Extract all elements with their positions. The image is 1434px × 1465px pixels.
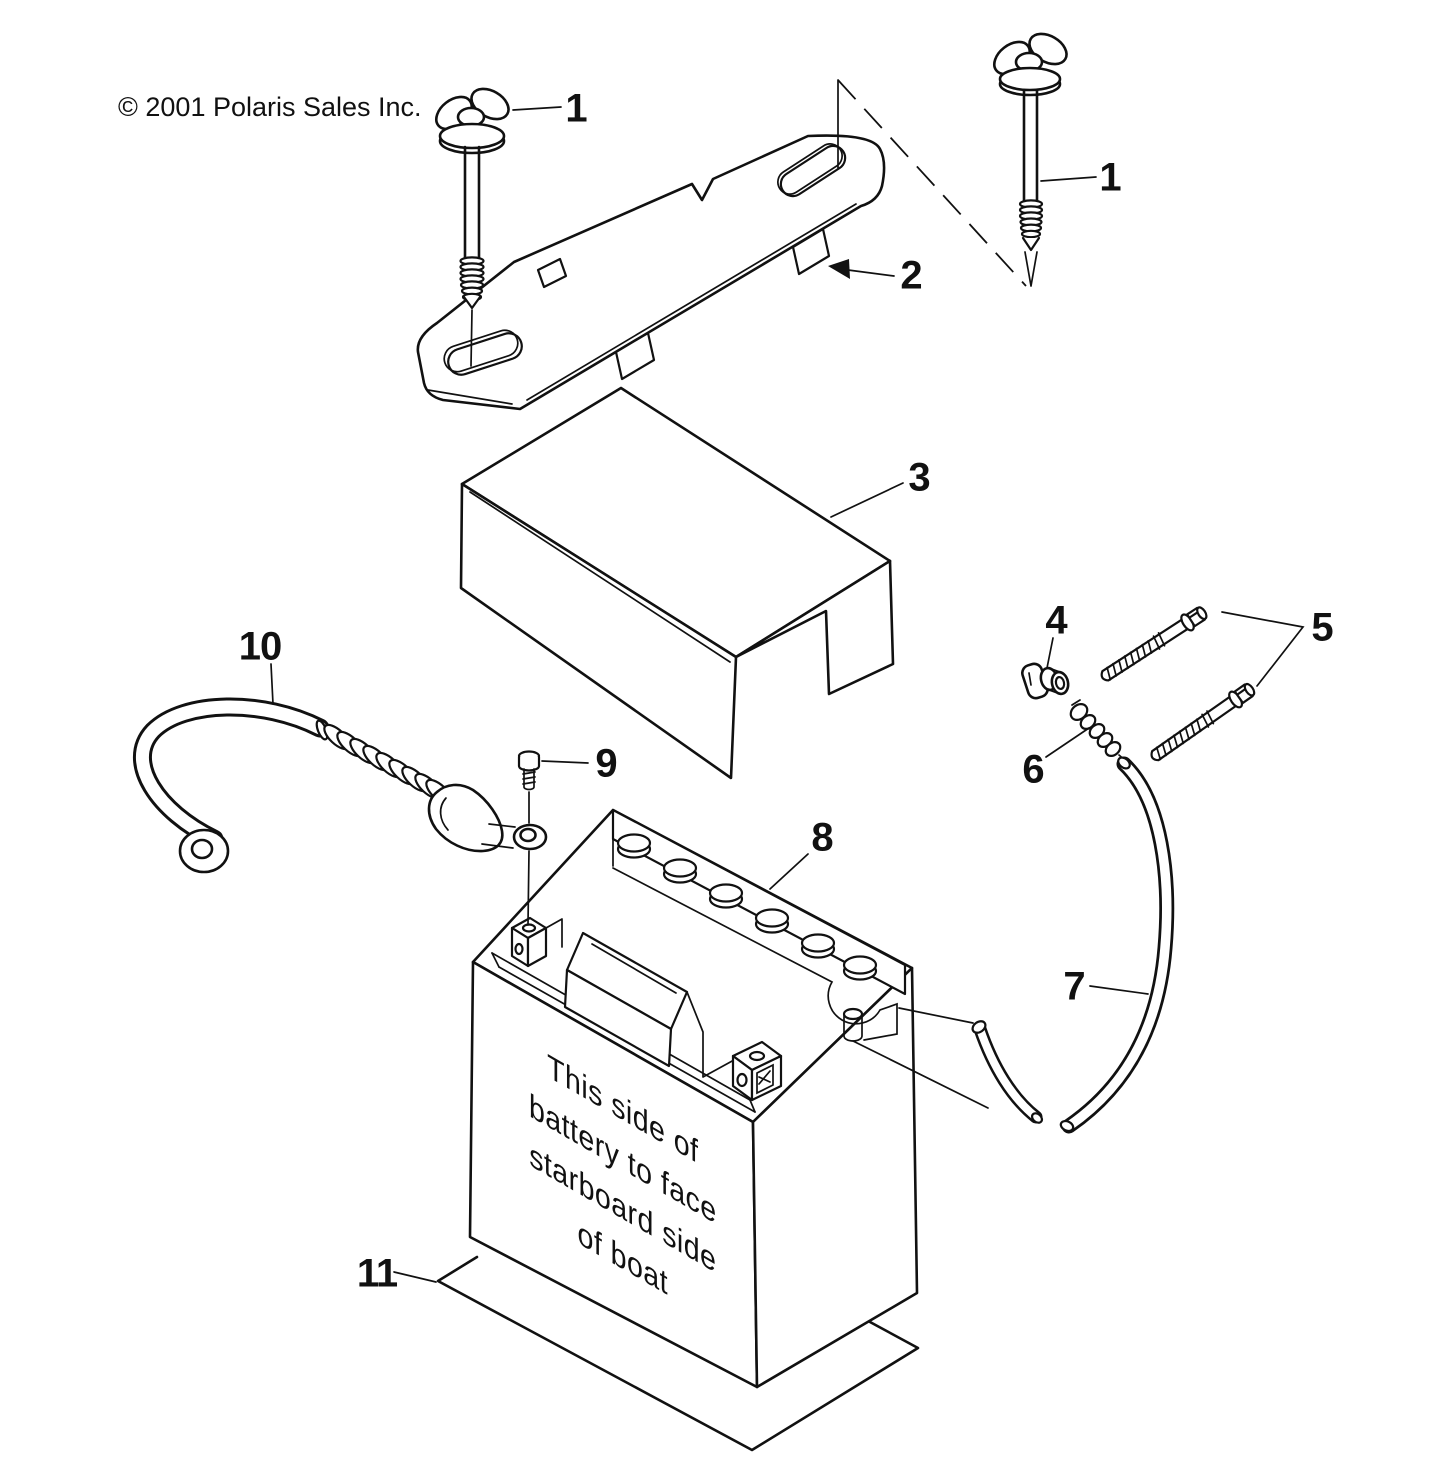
cable-boot [427, 783, 504, 853]
battery-right-face [751, 966, 919, 1389]
leader-6 [1045, 727, 1090, 758]
callout-3-cover: 3 [908, 455, 930, 500]
screw-lower [1150, 682, 1256, 762]
callout-5-screws: 5 [1311, 605, 1333, 650]
callout-8-battery: 8 [811, 815, 833, 860]
leader-10 [270, 663, 274, 705]
leader-9 [541, 760, 589, 764]
callout-6-fitting: 6 [1022, 747, 1044, 792]
hold-down-bracket [416, 134, 886, 411]
vent-fitting [1069, 699, 1128, 763]
leader-5 [1221, 611, 1305, 687]
battery [468, 808, 989, 1389]
copyright-notice: © 2001 Polaris Sales Inc. [118, 92, 422, 122]
leader-lines [270, 106, 1305, 1283]
vent-tube-short-segment [971, 1020, 1044, 1124]
leader-4 [1046, 637, 1054, 669]
callout-1-wing-bolt-left: 1 [565, 86, 587, 131]
battery-cover [459, 386, 895, 780]
leader-3 [830, 482, 904, 518]
screw-upper [1100, 606, 1208, 682]
leader-1-right [1040, 176, 1097, 182]
callout-9-terminal-bolt: 9 [595, 741, 617, 786]
callout-10-battery-cable: 10 [238, 624, 282, 669]
leader-1-left [512, 106, 562, 111]
terminal-bolt [517, 750, 541, 926]
leader-11 [393, 1271, 437, 1283]
bracket-slot-right [779, 144, 847, 198]
wing-bolt-right [993, 32, 1068, 287]
leader-8 [769, 853, 809, 890]
callout-2-bracket: 2 [900, 253, 922, 298]
callout-4-clamp: 4 [1045, 598, 1067, 643]
leader-2 [847, 269, 895, 277]
clamp-grommet [1021, 662, 1070, 700]
battery-tray-outline [436, 1255, 920, 1452]
bracket-tab-small [536, 257, 568, 289]
battery-positive-terminal [731, 1040, 783, 1102]
leader-7 [1089, 985, 1149, 995]
bracket-flange-left [614, 331, 656, 381]
bracket-flange-right [791, 227, 831, 276]
battery-caps [616, 833, 878, 981]
assembly-projection-lines [837, 79, 1027, 287]
wing-bolt-left [435, 87, 510, 367]
callout-11-tray: 11 [356, 1251, 398, 1296]
vent-tube [971, 756, 1175, 1134]
callout-1-wing-bolt-right: 1 [1099, 155, 1121, 200]
mounting-screws [1100, 606, 1256, 762]
battery-cable [132, 697, 548, 874]
battery-negative-terminal [510, 916, 563, 968]
leader-2-arrowhead [828, 259, 850, 279]
bracket-slot-left [447, 332, 523, 376]
battery-vent-nipple [842, 1007, 989, 1109]
callout-7-vent-tube: 7 [1063, 964, 1085, 1009]
